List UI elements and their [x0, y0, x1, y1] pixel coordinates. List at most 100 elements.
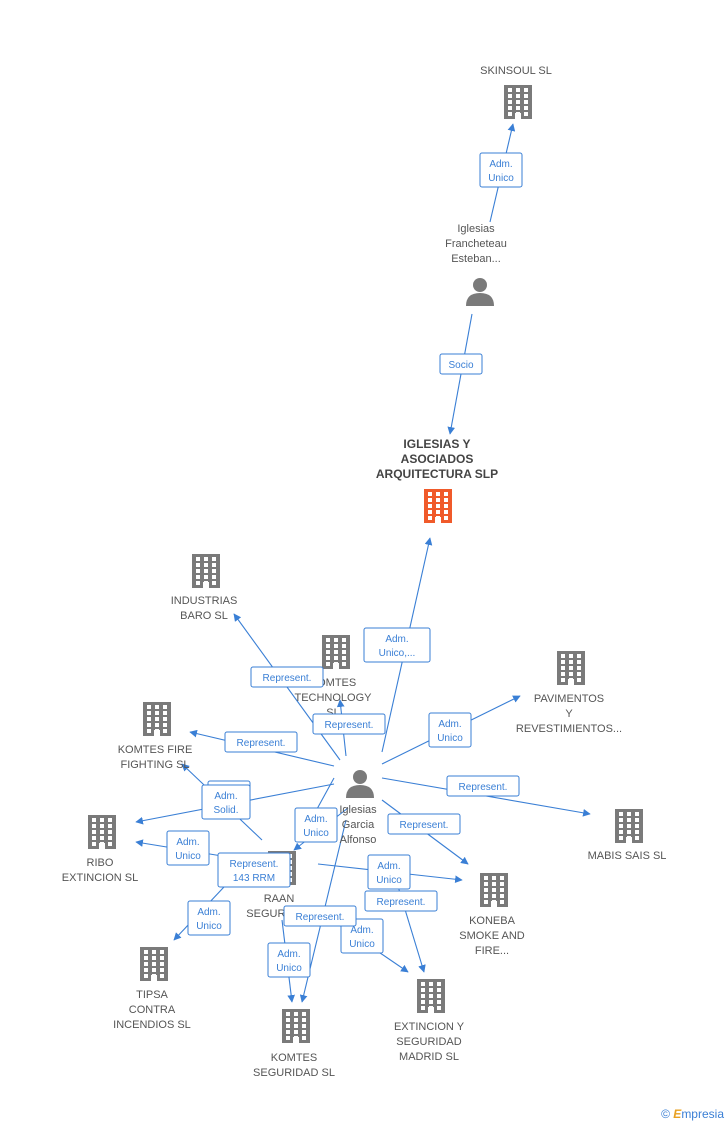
- brand-name: mpresia: [681, 1107, 724, 1121]
- node-skinsoul[interactable]: SKINSOUL SL: [480, 65, 552, 119]
- edge-label-text: Represent.: [377, 897, 426, 908]
- edge-label-text: Adm.: [197, 907, 220, 918]
- building-icon: [192, 554, 220, 588]
- node-label: Francheteau: [445, 238, 507, 250]
- edge-label-text: Unico,...: [379, 648, 416, 659]
- edge-label-text: Adm.: [214, 791, 237, 802]
- edge-label-iglesias_garcia-komtes_technology[interactable]: Represent.: [312, 713, 386, 735]
- edge-label-text: Adm.: [176, 837, 199, 848]
- node-label: CONTRA: [129, 1004, 176, 1016]
- node-label: Alfonso: [340, 834, 377, 846]
- edge-label-text: Adm.: [489, 159, 512, 170]
- edge-label-text: Adm.: [304, 814, 327, 825]
- edge-label-text: Adm.: [438, 719, 461, 730]
- node-label: Garcia: [342, 819, 375, 831]
- node-label: INCENDIOS SL: [113, 1019, 191, 1031]
- edge-label-text: 143 RRM: [233, 873, 275, 884]
- node-label: REVESTIMIENTOS...: [516, 723, 622, 735]
- edge-label-text: Represent.: [230, 859, 279, 870]
- edge-label-iglesias_garcia-ribo_extincion[interactable]: Adm. Solid.: [201, 784, 251, 820]
- edge-label-text: Unico: [175, 851, 201, 862]
- building-icon: [140, 947, 168, 981]
- node-label: INDUSTRIAS: [171, 595, 238, 607]
- edge-label-iglesias_garcia-extincion_madrid[interactable]: Adm.Unico: [340, 918, 384, 954]
- node-label: SKINSOUL SL: [480, 65, 552, 77]
- edge-label-text: Represent.: [237, 738, 286, 749]
- node-pavimentos[interactable]: PAVIMENTOS Y REVESTIMIENTOS...: [516, 651, 622, 735]
- copyright-symbol: ©: [661, 1107, 670, 1121]
- edge-label-iglesias_francheteau-iglesias_y_asociados[interactable]: Socio: [439, 353, 483, 375]
- node-label: ASOCIADOS: [401, 452, 474, 466]
- edge-label-text: Socio: [448, 360, 473, 371]
- edge-label-text: Unico: [488, 173, 514, 184]
- building-icon: [143, 702, 171, 736]
- edge-label-iglesias_garcia-komtes_seguridad[interactable]: Represent.: [283, 905, 357, 927]
- node-tipsa[interactable]: TIPSA CONTRA INCENDIOS SL: [113, 947, 191, 1031]
- node-label: Y: [565, 708, 573, 720]
- person-icon: [466, 278, 494, 306]
- node-label: Iglesias: [457, 223, 495, 235]
- edge-label-text: Adm.: [385, 634, 408, 645]
- node-mabis_sais[interactable]: MABIS SAIS SL: [588, 809, 667, 862]
- edge-label-iglesias_garcia-iglesias_y_asociados[interactable]: Adm. Unico,...: [363, 627, 431, 663]
- edge-label-iglesias_garcia-komtes_seguridad[interactable]: Adm.Unico: [267, 942, 311, 978]
- brand-watermark: © Empresia: [661, 1107, 724, 1121]
- node-label: PAVIMENTOS: [534, 693, 604, 705]
- building-icon: [417, 979, 445, 1013]
- edge-label-text: Represent.: [325, 720, 374, 731]
- node-label: ARQUITECTURA SLP: [376, 467, 498, 481]
- building-icon: [322, 635, 350, 669]
- edge-label-iglesias_garcia-komtes_fire[interactable]: Represent.: [224, 731, 298, 753]
- node-extincion_madrid[interactable]: EXTINCION Y SEGURIDAD MADRID SL: [394, 979, 465, 1063]
- edge-label-iglesias_francheteau-skinsoul[interactable]: Adm. Unico: [479, 152, 523, 188]
- node-label: RAAN: [264, 893, 295, 905]
- edge-label-text: Represent.: [263, 673, 312, 684]
- edge-label-iglesias_garcia-raan_seguridad[interactable]: Represent. 143 RRM: [217, 852, 291, 888]
- edge-label-iglesias_garcia-koneba[interactable]: Represent.: [387, 813, 461, 835]
- node-label: SEGURIDAD SL: [253, 1067, 335, 1079]
- edge-label-iglesias_garcia-koneba[interactable]: Adm.Unico: [367, 854, 411, 890]
- node-label: EXTINCION SL: [62, 872, 138, 884]
- edge-label-iglesias_garcia-extincion_madrid[interactable]: Represent.: [364, 890, 438, 912]
- node-label: FIGHTING SL: [120, 759, 189, 771]
- node-label: KOMTES: [271, 1052, 317, 1064]
- node-label: IGLESIAS Y: [403, 437, 470, 451]
- edge-label-iglesias_garcia-industrias_baro[interactable]: Represent.: [250, 666, 324, 688]
- node-label: BARO SL: [180, 610, 228, 622]
- node-label: EXTINCION Y: [394, 1021, 465, 1033]
- building-icon: [282, 1009, 310, 1043]
- node-industrias_baro[interactable]: INDUSTRIAS BARO SL: [171, 554, 238, 622]
- edge-label-text: Represent.: [296, 912, 345, 923]
- edge-label-iglesias_garcia-tipsa[interactable]: Adm. Unico: [187, 900, 231, 936]
- building-icon: [480, 873, 508, 907]
- edge-label-text: Solid.: [213, 805, 238, 816]
- node-label: MADRID SL: [399, 1051, 459, 1063]
- building-icon: [557, 651, 585, 685]
- edge-label-text: Unico: [196, 921, 222, 932]
- node-label: SEGURIDAD: [396, 1036, 461, 1048]
- edge-label-text: Adm.: [350, 925, 373, 936]
- node-label: FIRE...: [475, 945, 509, 957]
- node-label: KONEBA: [469, 915, 516, 927]
- edge-label-text: Adm.: [377, 861, 400, 872]
- node-komtes_fire[interactable]: KOMTES FIRE FIGHTING SL: [118, 702, 193, 771]
- edge-label-iglesias_garcia-pavimentos[interactable]: Adm.Unico: [428, 712, 472, 748]
- building-icon: [424, 489, 452, 523]
- node-iglesias_francheteau[interactable]: IglesiasFrancheteauEsteban...: [445, 223, 507, 306]
- node-label: TIPSA: [136, 989, 168, 1001]
- building-icon: [88, 815, 116, 849]
- node-komtes_seguridad[interactable]: KOMTES SEGURIDAD SL: [253, 1009, 335, 1079]
- node-label: TECHNOLOGY: [294, 692, 372, 704]
- node-label: KOMTES FIRE: [118, 744, 193, 756]
- building-icon: [504, 85, 532, 119]
- edge-label-iglesias_garcia-raan_seguridad[interactable]: Adm.Unico: [294, 807, 338, 843]
- edge-label-text: Unico: [276, 963, 302, 974]
- edge-label-iglesias_garcia-mabis_sais[interactable]: Represent.: [446, 775, 520, 797]
- edge-label-iglesias_garcia-ribo_extincion[interactable]: Adm. Unico: [166, 830, 210, 866]
- brand-initial: E: [673, 1107, 682, 1121]
